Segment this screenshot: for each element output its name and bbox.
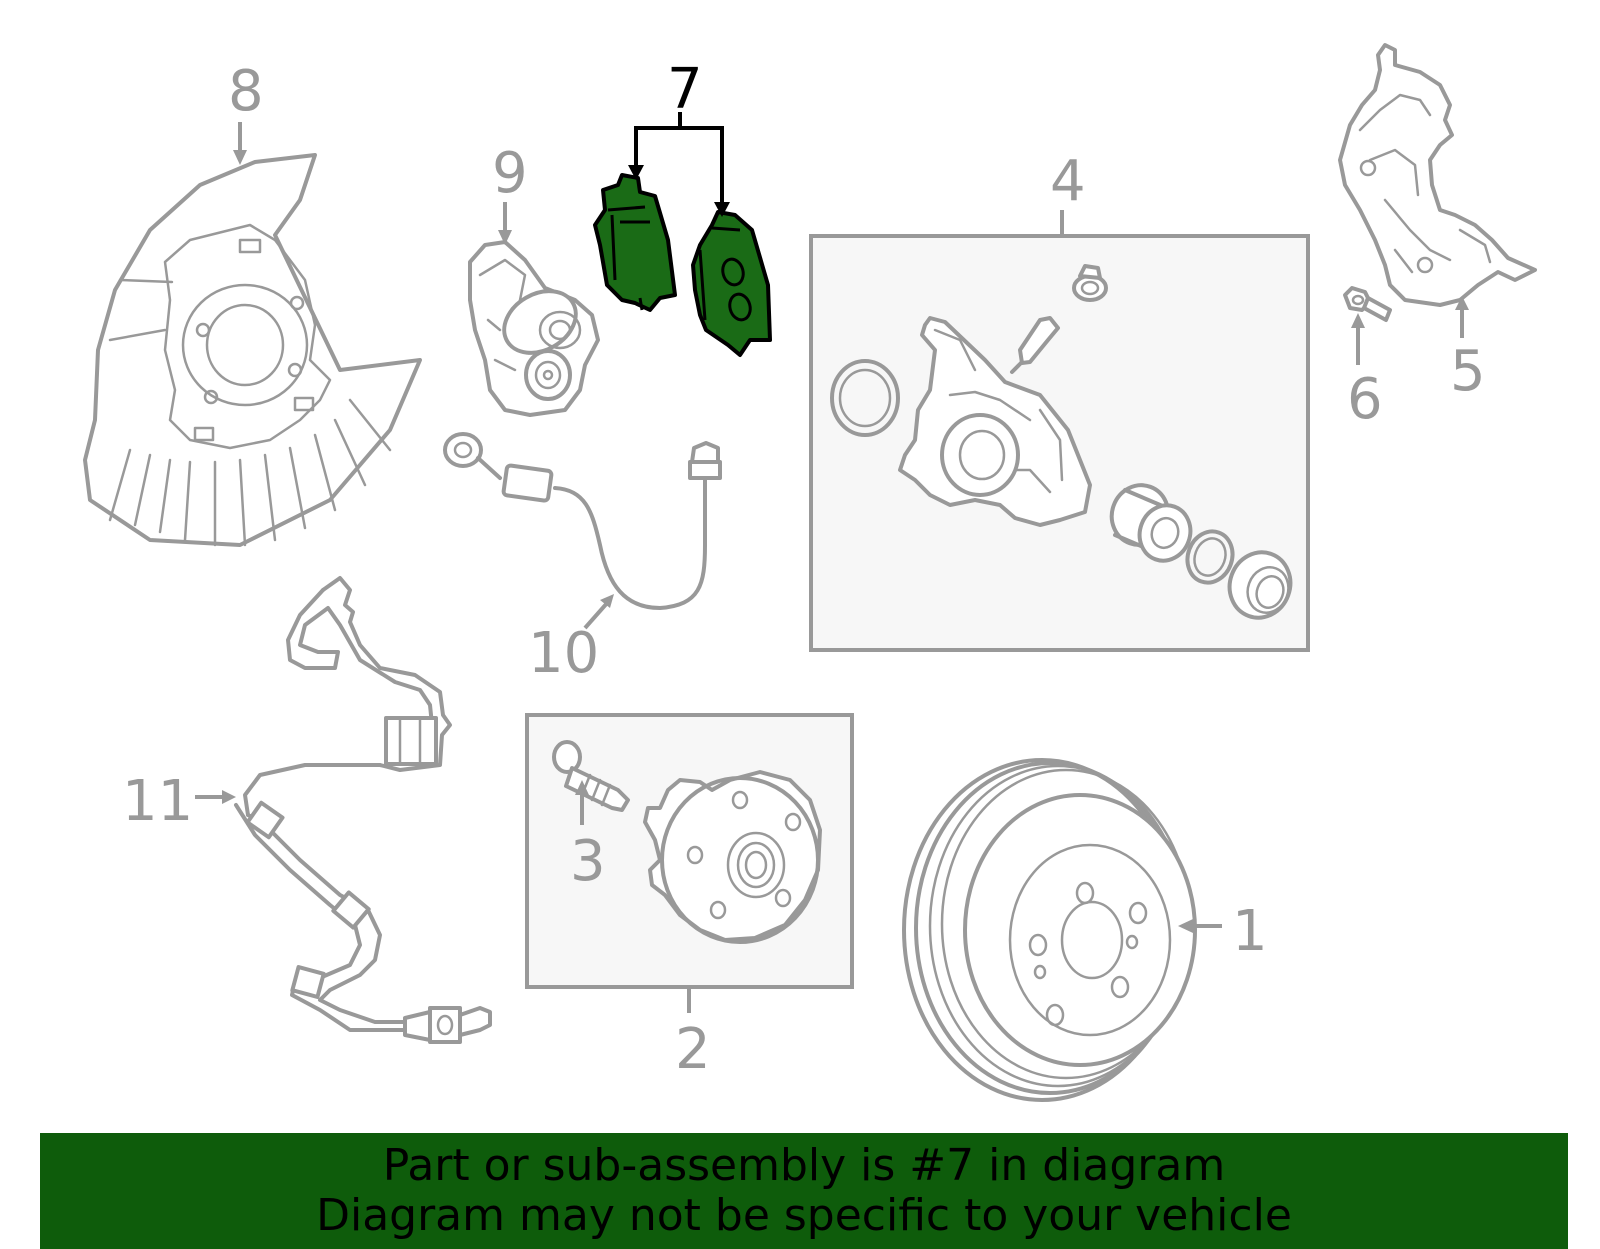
callout-8: 8 bbox=[228, 59, 264, 124]
callout-1: 1 bbox=[1232, 899, 1268, 964]
callout-3: 3 bbox=[570, 829, 606, 894]
info-banner: Part or sub-assembly is #7 in diagram Di… bbox=[40, 1133, 1568, 1249]
part-3-hub-bolt[interactable] bbox=[552, 740, 630, 812]
part-5-caliper-bracket[interactable] bbox=[1338, 43, 1537, 307]
callout-11: 11 bbox=[122, 769, 193, 834]
part-1-brake-rotor[interactable] bbox=[902, 758, 1197, 1102]
parts-diagram: 8 9 7 4 5 6 10 11 3 2 1 bbox=[83, 43, 1537, 1102]
part-9-caliper-support[interactable] bbox=[468, 240, 600, 417]
banner-line-2: Diagram may not be specific to your vehi… bbox=[316, 1190, 1292, 1241]
leader-lines bbox=[195, 112, 1469, 1013]
callout-4: 4 bbox=[1050, 149, 1086, 214]
callout-10: 10 bbox=[528, 621, 599, 686]
part-10-brake-hose[interactable] bbox=[443, 432, 722, 610]
part-2-hub-bearing-box[interactable] bbox=[525, 713, 854, 989]
part-4-caliper-assembly-box[interactable] bbox=[809, 234, 1310, 652]
callout-2: 2 bbox=[675, 1017, 711, 1082]
part-8-dust-shield[interactable] bbox=[83, 153, 422, 547]
callout-9: 9 bbox=[492, 141, 528, 206]
part-11-abs-sensor[interactable] bbox=[234, 576, 492, 1044]
callout-7: 7 bbox=[667, 57, 703, 122]
part-6-bolt[interactable] bbox=[1343, 286, 1392, 322]
part-7-brake-pads[interactable] bbox=[593, 173, 772, 357]
callout-5: 5 bbox=[1450, 339, 1486, 404]
banner-line-1: Part or sub-assembly is #7 in diagram bbox=[382, 1140, 1226, 1191]
callout-6: 6 bbox=[1347, 367, 1383, 432]
